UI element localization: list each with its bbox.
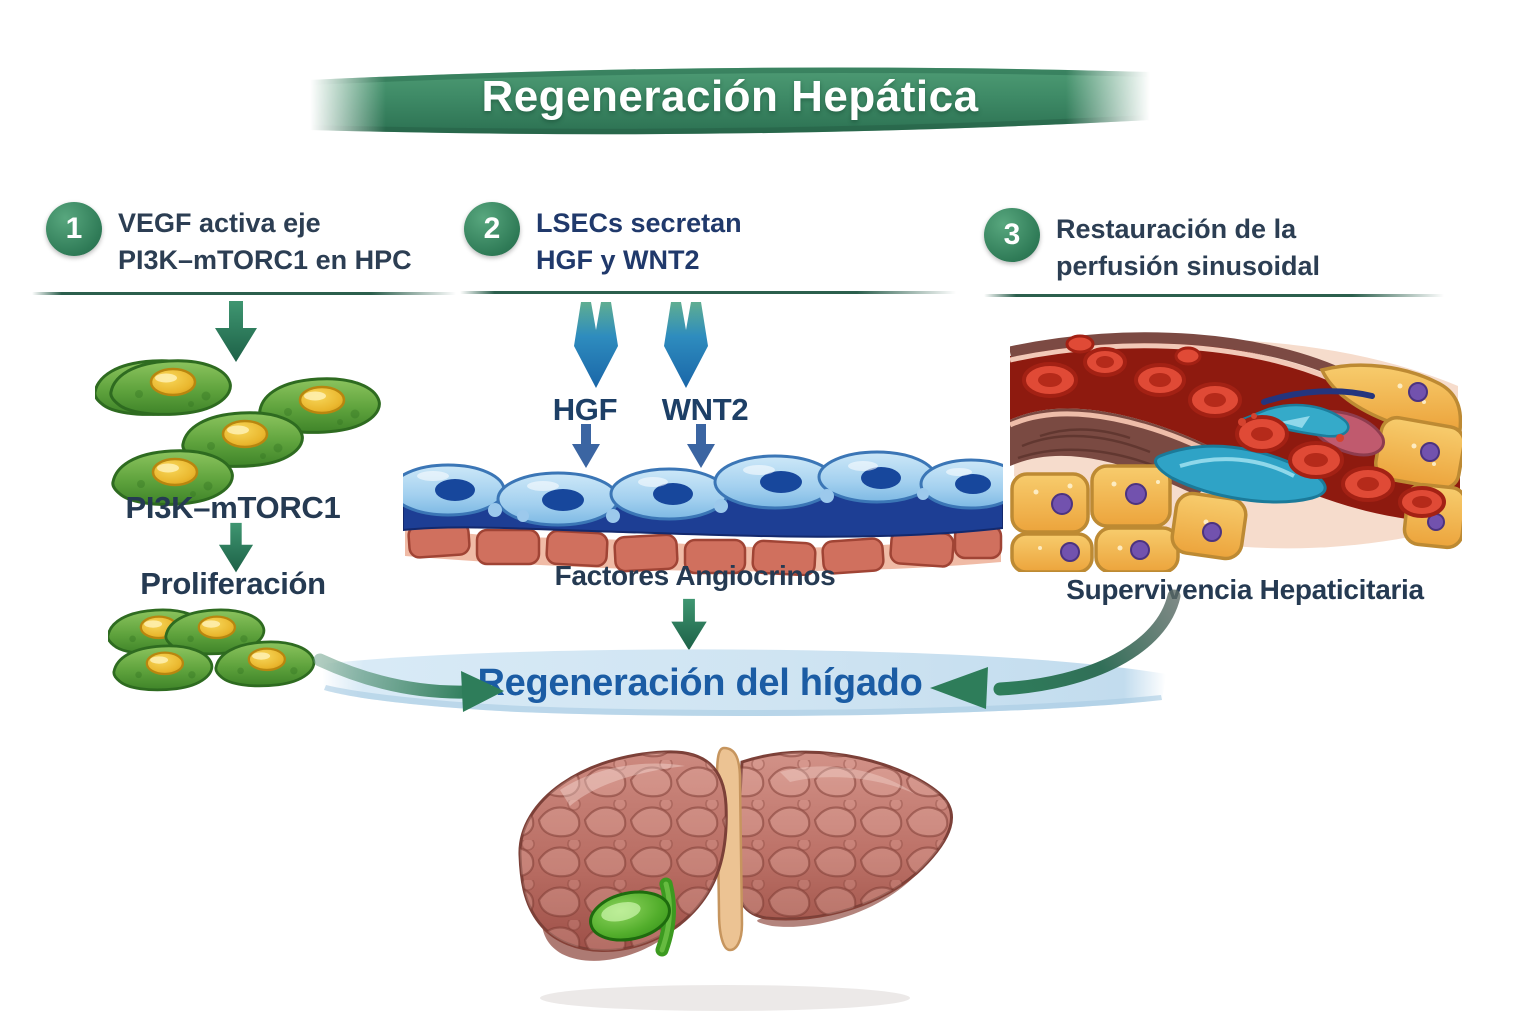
hpc-cells-illustration — [95, 359, 381, 506]
step3-heading-line2: perfusión sinusoidal — [1056, 251, 1321, 281]
title-banner: Regeneración Hepática — [310, 60, 1150, 142]
arrow-down-icon — [572, 424, 600, 468]
step3-heading: Restauración de la perfusión sinusoidal — [1056, 208, 1320, 285]
step1-number-badge: 1 — [46, 202, 102, 256]
step2-divider — [460, 291, 956, 294]
step2-factor-wnt2-label: WNT2 — [661, 392, 749, 427]
step1-header: 1 VEGF activa eje PI3K–mTORC1 en HPC — [46, 202, 446, 279]
arrow-down-icon — [215, 301, 257, 362]
title-banner-ribbon — [310, 67, 1150, 135]
step3-number-badge: 3 — [984, 208, 1040, 262]
proliferating-cells-illustration — [108, 608, 316, 692]
step1-heading-line1: VEGF activa eje — [118, 208, 321, 238]
sinusoid-vessel-illustration — [1010, 332, 1462, 572]
result-banner-label: Regeneración del hígado — [477, 662, 923, 704]
step2-header: 2 LSECs secretan HGF y WNT2 — [464, 202, 884, 279]
step2-heading-line2: HGF y WNT2 — [536, 245, 700, 275]
step1-pathway-label: PI3K–mTORC1 — [125, 490, 341, 525]
step2-factor-hgf-label: HGF — [552, 392, 618, 427]
step1-heading: VEGF activa eje PI3K–mTORC1 en HPC — [118, 202, 412, 279]
arrow-down-icon — [671, 598, 707, 651]
step3-divider — [984, 294, 1444, 297]
step2-heading-line1: LSECs secretan — [536, 208, 742, 238]
step1-heading-line2: PI3K–mTORC1 en HPC — [118, 245, 412, 275]
liver-illustration — [518, 746, 953, 1011]
page-title: Regeneración Hepática — [481, 72, 979, 121]
step3-heading-line1: Restauración de la — [1056, 214, 1297, 244]
step2-outcome-label: Factores Angiocrinos — [554, 560, 836, 591]
lsec-layer-illustration — [403, 450, 1003, 576]
step1-divider — [32, 292, 456, 295]
step2-heading: LSECs secretan HGF y WNT2 — [536, 202, 742, 279]
arrow-down-icon — [574, 302, 618, 388]
step1-outcome-label: Proliferación — [140, 566, 326, 601]
arrow-down-icon — [664, 302, 708, 388]
step3-header: 3 Restauración de la perfusión sinusoida… — [984, 208, 1424, 285]
step3-outcome-label: Supervivencia Hepaticitaria — [1066, 574, 1424, 605]
arrow-down-icon — [218, 522, 254, 573]
step2-number-badge: 2 — [464, 202, 520, 256]
arrow-down-icon — [687, 424, 715, 468]
